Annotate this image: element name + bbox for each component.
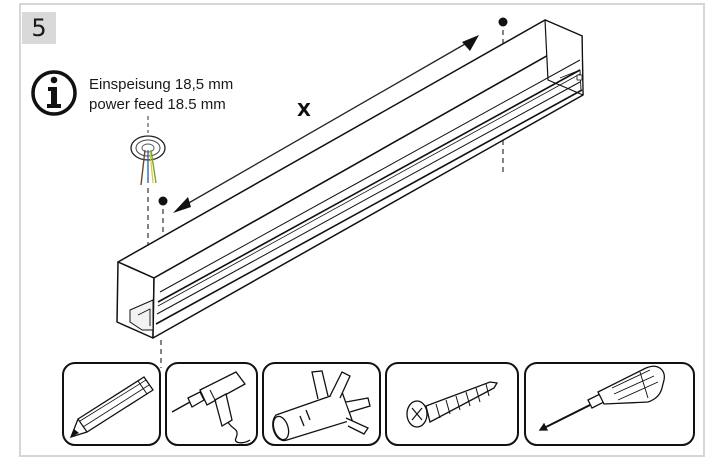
dimension-label: X [297,100,311,121]
wall-plug-icon [272,370,371,442]
drill-icon [171,371,251,444]
tool-box-screw [385,362,519,446]
drill-hole-marker-left [147,188,168,368]
dimension-arrow [173,35,479,213]
screwdriver-icon [538,365,665,431]
tool-box-wall-plug [262,362,381,446]
luminaire-profile [116,19,584,339]
tool-box-pencil [62,362,161,446]
note-line-de: Einspeisung 18,5 mm [89,76,234,93]
tool-box-drill [165,362,258,446]
cable-entry-icon [130,116,166,186]
step-number: 5 [22,12,56,44]
screw-icon [406,381,499,428]
tool-box-screwdriver [524,362,695,446]
power-feed-note: Einspeisung 18,5 mm power feed 18.5 mm [89,75,233,115]
note-line-en: power feed 18.5 mm [89,96,226,113]
info-icon [31,70,77,116]
pencil-icon [69,376,154,439]
